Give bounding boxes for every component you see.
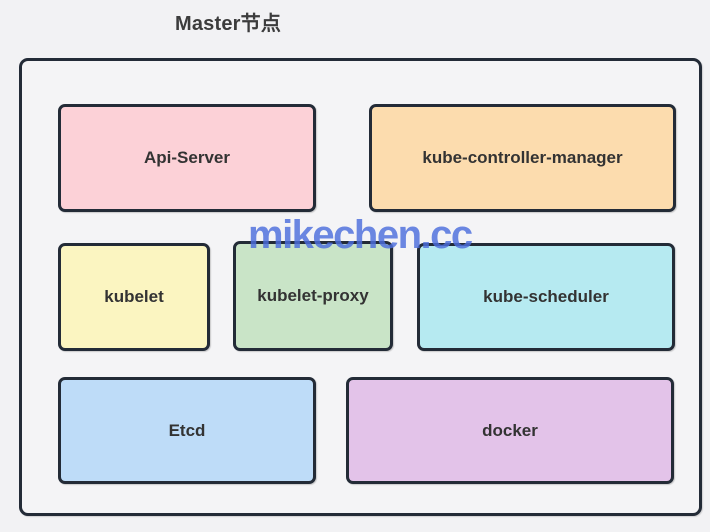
diagram-title: Master节点	[174, 13, 282, 35]
node-kubelet: kubelet	[58, 243, 210, 351]
node-kubelet-proxy: kubelet-proxy	[233, 241, 393, 351]
node-kube-controller-manager: kube-controller-manager	[369, 104, 676, 212]
node-kube-scheduler: kube-scheduler	[417, 243, 675, 351]
node-api-server: Api-Server	[58, 104, 316, 212]
node-docker: docker	[346, 377, 674, 484]
node-etcd: Etcd	[58, 377, 316, 484]
